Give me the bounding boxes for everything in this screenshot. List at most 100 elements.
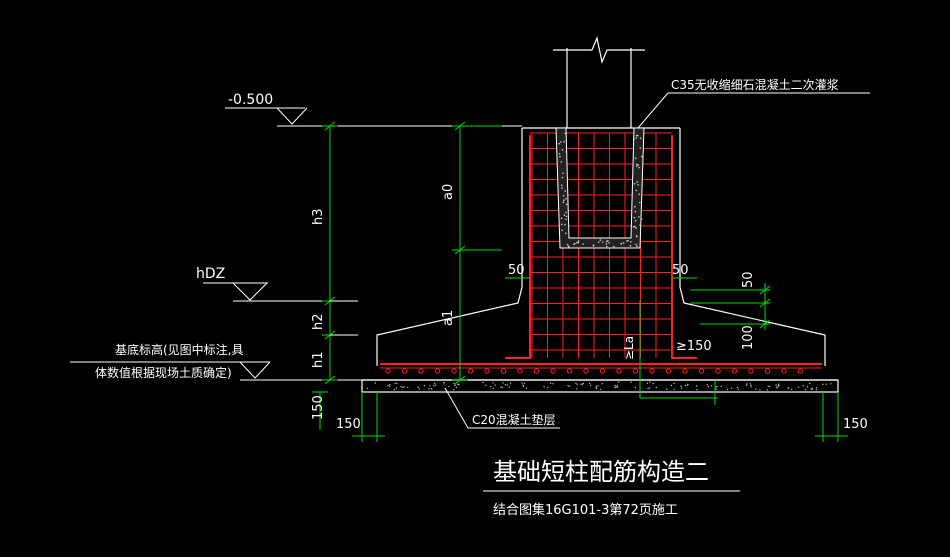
- drawing-subtitle: 结合图集16G101-3第72页施工: [493, 502, 678, 518]
- cushion-dot: [805, 389, 806, 390]
- grout-dot: [602, 241, 604, 243]
- grout-dot: [561, 224, 563, 226]
- cushion-dot: [809, 383, 810, 384]
- grout-dot: [598, 241, 600, 243]
- cushion-dot: [708, 386, 709, 387]
- grout-dot: [564, 214, 566, 216]
- cushion-dot: [402, 387, 403, 388]
- rebar-section: [716, 369, 720, 373]
- rebar-section: [419, 369, 423, 373]
- cushion-dot: [500, 386, 501, 387]
- cushion-dot: [526, 387, 527, 388]
- grout-dot: [635, 244, 637, 246]
- cushion-dot: [711, 385, 712, 386]
- rebar-section: [765, 369, 769, 373]
- grout-dot: [638, 216, 640, 218]
- cushion-dot: [407, 387, 408, 388]
- cushion-dot: [656, 387, 657, 388]
- cushion-dot: [552, 383, 553, 384]
- cushion-dot: [649, 381, 650, 382]
- cushion-dot: [457, 384, 458, 385]
- grout-dot: [568, 246, 570, 248]
- cushion-dot: [428, 388, 429, 389]
- cushion-dot: [680, 386, 681, 387]
- rebar-section: [567, 369, 571, 373]
- cushion-dot: [737, 387, 738, 388]
- bottom-rebar: [380, 364, 822, 373]
- cushion-dot: [830, 383, 831, 384]
- grout-dot: [636, 190, 638, 192]
- cushion-dot: [759, 389, 760, 390]
- grout-dot: [566, 216, 568, 218]
- cushion-dot: [396, 388, 397, 389]
- grout-dot: [633, 138, 635, 140]
- cushion-dot: [778, 384, 779, 385]
- cushion-dot: [509, 387, 510, 388]
- grout-dot: [630, 245, 632, 247]
- grout-dot: [563, 201, 565, 203]
- cushion-dot: [389, 386, 390, 387]
- bottom-150-dims: [352, 392, 848, 442]
- grout-dot: [636, 246, 638, 248]
- cushion-dot: [816, 389, 817, 390]
- cushion-dot: [522, 385, 523, 386]
- grout-dot: [582, 243, 584, 245]
- dim-150-right: 150: [843, 417, 868, 432]
- grout-dot: [630, 241, 632, 243]
- grout-dot: [565, 233, 567, 235]
- rebar-section: [749, 369, 753, 373]
- cushion-dot: [575, 383, 576, 384]
- cushion-dot: [696, 385, 697, 386]
- rebar-section: [600, 369, 604, 373]
- cushion-dot: [583, 383, 584, 384]
- cushion-dot: [431, 388, 432, 389]
- cushion-dot: [750, 386, 751, 387]
- ge-150-label: ≥150: [676, 339, 712, 354]
- grout-dot: [623, 242, 625, 244]
- cushion-dot: [524, 383, 525, 384]
- grout-dot: [626, 240, 628, 242]
- rebar-section: [518, 369, 522, 373]
- cushion-dot: [394, 389, 395, 390]
- cushion-dot: [750, 385, 751, 386]
- grout-dot: [562, 173, 564, 175]
- cushion-dot: [523, 386, 524, 387]
- cushion-dot: [791, 389, 792, 390]
- grout-dot: [567, 244, 569, 246]
- elevation-marker-hdz: [203, 283, 358, 301]
- cushion-dot: [600, 389, 601, 390]
- cushion-dot: [653, 383, 654, 384]
- rebar-section: [666, 369, 670, 373]
- grout-dot: [638, 193, 640, 195]
- grout-dot: [635, 227, 637, 229]
- cushion-dot: [589, 383, 590, 384]
- grout-dot: [565, 133, 567, 135]
- cushion-dot: [769, 386, 770, 387]
- grout-dot: [558, 143, 560, 145]
- cushion-dot: [685, 385, 686, 386]
- cushion-dot: [490, 386, 491, 387]
- grout-dot: [634, 183, 636, 185]
- rebar-section: [782, 369, 786, 373]
- grout-dot: [621, 243, 623, 245]
- rebar-section: [435, 369, 439, 373]
- cushion-dot: [671, 385, 672, 386]
- cushion-dot: [768, 386, 769, 387]
- cushion-dot: [443, 382, 444, 383]
- cushion-dot: [776, 387, 777, 388]
- cushion-dot: [502, 387, 503, 388]
- rebar-section: [402, 369, 406, 373]
- grout-dot: [576, 242, 578, 244]
- grout-dot: [635, 211, 637, 213]
- rebar-section: [452, 369, 456, 373]
- dim-50-right: 50: [672, 263, 689, 278]
- cushion-dot: [618, 382, 619, 383]
- rebar-section: [501, 369, 505, 373]
- cushion-dot: [521, 382, 522, 383]
- grout-dot: [639, 202, 641, 204]
- grout-dot: [606, 241, 608, 243]
- cushion-dot: [826, 384, 827, 385]
- drawing-title: 基础短柱配筋构造二: [493, 458, 709, 486]
- rebar-section: [386, 369, 390, 373]
- cushion-dot: [493, 388, 494, 389]
